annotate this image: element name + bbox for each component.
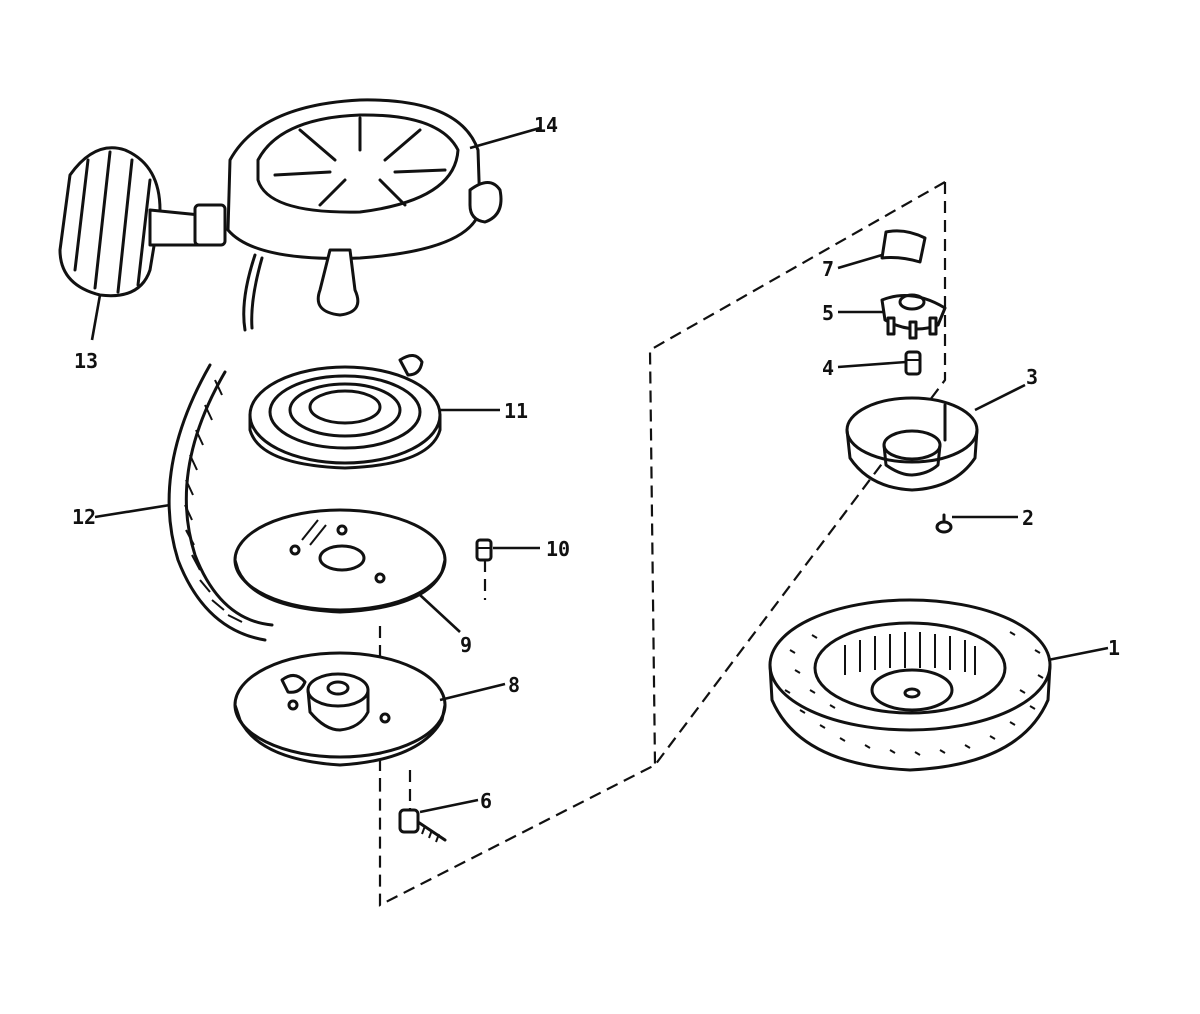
leader-1 — [1047, 646, 1109, 662]
leader-8 — [439, 682, 506, 702]
part-label-2: 2 — [1022, 506, 1034, 530]
part-label-14: 14 — [534, 113, 558, 137]
part-label-4: 4 — [822, 356, 834, 380]
assembly-boundary-line — [378, 182, 947, 907]
part-label-13: 13 — [74, 349, 98, 373]
part-label-12: 12 — [72, 505, 96, 529]
part-label-7: 7 — [822, 257, 834, 281]
part-label-3: 3 — [1026, 365, 1038, 389]
flywheel-screen-drawing — [768, 598, 1052, 772]
assembly-boundary-line-upper — [648, 181, 946, 766]
leader-4 — [837, 360, 907, 369]
friction-plate-drawing — [880, 229, 927, 264]
pulley-drawing — [233, 651, 447, 767]
spring-retainer-plate-drawing — [233, 508, 447, 614]
retainer-screw-drawing — [904, 350, 922, 376]
part-label-9: 9 — [460, 633, 472, 657]
leader-9 — [419, 594, 461, 633]
screw-10-drawing — [475, 538, 493, 562]
leader-12 — [94, 503, 171, 519]
starter-handle-drawing — [58, 146, 227, 298]
cup-screw-drawing — [935, 513, 953, 534]
starter-cup-drawing — [845, 396, 979, 492]
part-label-5: 5 — [822, 301, 834, 325]
leader-13 — [90, 294, 102, 341]
rope-drawing — [167, 363, 274, 642]
part-label-1: 1 — [1108, 636, 1120, 660]
rewind-spring-drawing — [248, 354, 442, 470]
part-label-6: 6 — [480, 789, 492, 813]
part-label-10: 10 — [546, 537, 570, 561]
pawl-retainer-drawing — [880, 293, 947, 340]
pulley-screw-drawing — [398, 808, 447, 843]
leader-7 — [837, 253, 883, 270]
rewind-housing-drawing — [226, 98, 503, 332]
part-label-8: 8 — [508, 673, 520, 697]
leader-6 — [419, 798, 479, 814]
leader-14 — [469, 126, 541, 150]
leader-3 — [974, 383, 1026, 412]
part-label-11: 11 — [504, 399, 528, 423]
